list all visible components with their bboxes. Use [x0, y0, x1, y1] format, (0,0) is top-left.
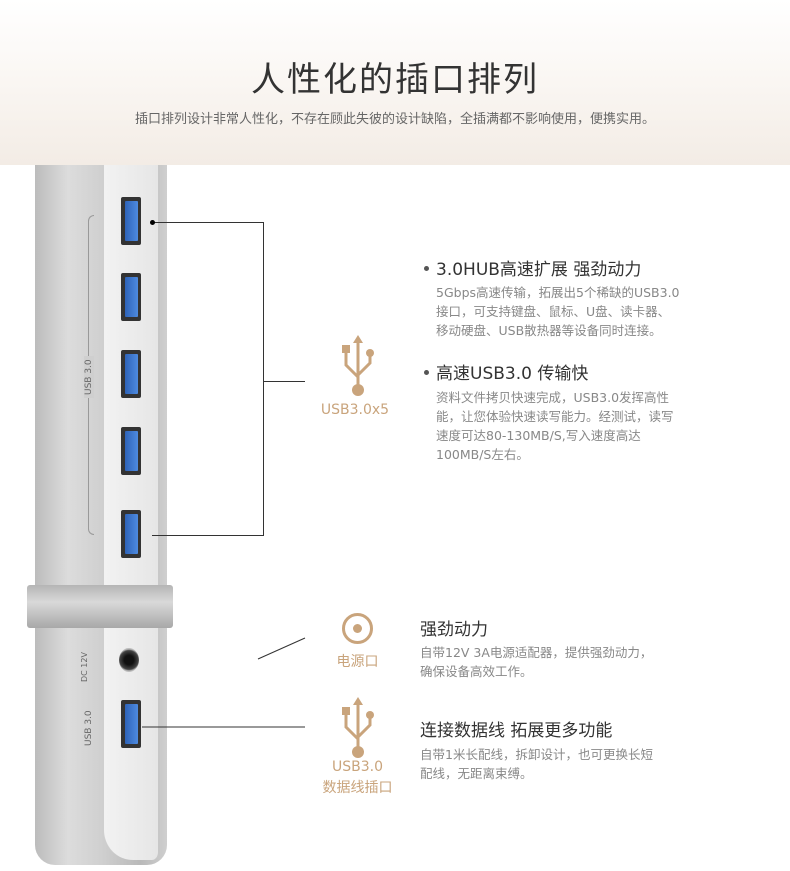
text-line: 资料文件拷贝快速完成，USB3.0发挥高性 — [436, 390, 670, 405]
text-line: 配线，无距离束缚。 — [420, 766, 533, 781]
usb-icon — [342, 697, 374, 758]
usb-port — [121, 427, 141, 475]
power-label: 电源口 — [336, 654, 379, 670]
hub-clip-band — [27, 585, 173, 628]
feature-title: 强劲动力 — [420, 620, 488, 640]
leader-dot — [150, 220, 155, 225]
usb-ports-label: USB3.0x5 — [320, 402, 390, 418]
text-line: 能，让您体验快速读写能力。经测试，读写 — [436, 409, 674, 424]
dc-jack — [119, 648, 139, 672]
feature-title: 高速USB3.0 传输快 — [436, 364, 589, 384]
header-band — [0, 0, 790, 165]
data-port-label-1: USB3.0 — [331, 759, 383, 775]
text-line: 接口，可支持键盘、鼠标、U盘、读卡器、 — [436, 304, 671, 319]
text-line: 自带12V 3A电源适配器，提供强劲动力， — [420, 645, 653, 660]
usb-port — [121, 350, 141, 398]
text-line: 确保设备高效工作。 — [420, 664, 533, 679]
leader-line — [152, 535, 263, 536]
leader-line — [152, 222, 263, 223]
usb-port — [121, 197, 141, 245]
feature-text: 资料文件拷贝快速完成，USB3.0发挥高性 能，让您体验快速读写能力。经测试，读… — [436, 388, 674, 464]
power-port-icon — [342, 613, 373, 644]
text-line: 速度可达80-130MB/S,写入速度高达 — [436, 428, 641, 443]
page-subtitle: 插口排列设计非常人性化，不存在顾此失彼的设计缺陷，全插满都不影响使用，便携实用。 — [134, 112, 655, 127]
bullet-icon — [424, 370, 429, 375]
leader-line — [263, 381, 305, 382]
feature-title: 连接数据线 拓展更多功能 — [420, 721, 613, 741]
usb-port-data — [121, 700, 141, 748]
text-line: 自带1米长配线，拆卸设计，也可更换长短 — [420, 747, 653, 762]
feature-title: 3.0HUB高速扩展 强劲动力 — [436, 260, 642, 280]
page-title: 人性化的插口排列 — [251, 60, 539, 100]
feature-text: 5Gbps高速传输，拓展出5个稀缺的USB3.0 接口，可支持键盘、鼠标、U盘、… — [436, 283, 680, 340]
leader-line — [263, 222, 264, 536]
text-line: 100MB/S左右。 — [436, 447, 529, 462]
text-line: 移动硬盘、USB散热器等设备同时连接。 — [436, 323, 662, 338]
feature-text: 自带12V 3A电源适配器，提供强劲动力， 确保设备高效工作。 — [420, 643, 652, 681]
usb-port — [121, 273, 141, 321]
text-line: 5Gbps高速传输，拓展出5个稀缺的USB3.0 — [436, 285, 680, 300]
usb-icon — [342, 335, 374, 396]
usb-port — [121, 510, 141, 558]
leader-line-power — [257, 637, 306, 660]
data-port-label-2: 数据线插口 — [322, 780, 393, 796]
feature-text: 自带1米长配线，拆卸设计，也可更换长短 配线，无距离束缚。 — [420, 745, 653, 783]
bullet-icon — [424, 266, 429, 271]
